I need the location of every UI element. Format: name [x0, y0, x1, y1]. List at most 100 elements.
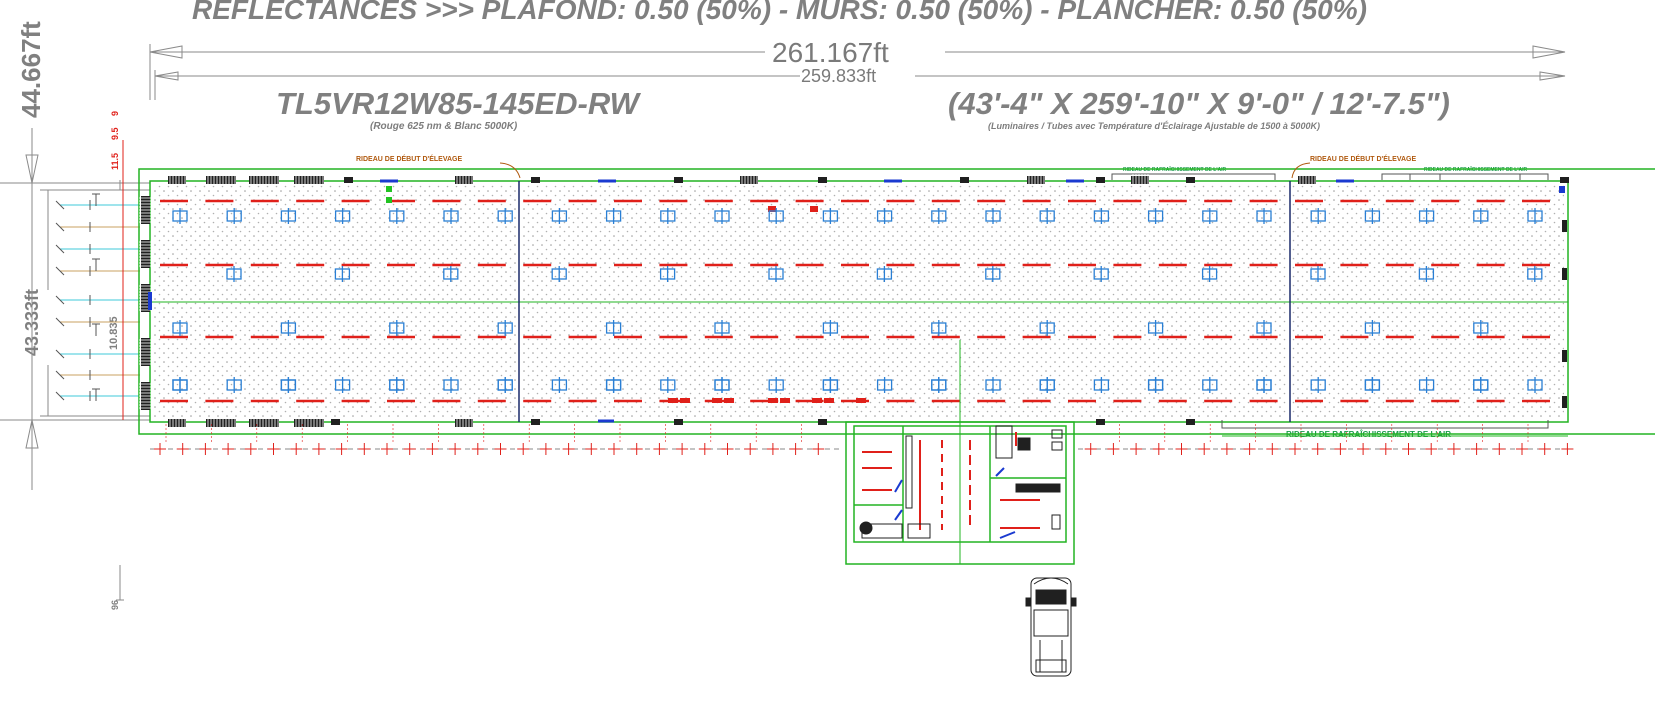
- feeder-unit: [443, 377, 459, 393]
- service-annex: [845, 340, 1075, 565]
- wall-fan: [1027, 174, 1045, 186]
- wall-fan: [168, 174, 186, 186]
- wall-vent: [818, 177, 827, 183]
- curtain-note-left: RIDEAU DE DÉBUT D'ÉLEVAGE: [356, 156, 463, 163]
- feeder-unit: [714, 377, 730, 393]
- tick-cross: [55, 295, 65, 305]
- side-wall-fan: [139, 382, 152, 410]
- wall-vent: [1096, 177, 1105, 183]
- feeder-unit: [931, 208, 947, 224]
- feeder-unit: [1473, 377, 1489, 393]
- feeder-unit: [876, 377, 893, 393]
- feeder-unit: [1310, 266, 1326, 282]
- wall-vent: [531, 177, 540, 183]
- feeder-unit: [389, 377, 405, 393]
- light-fixture-group: [810, 206, 818, 212]
- feeder-unit: [605, 320, 622, 336]
- feeder-unit: [280, 320, 297, 336]
- feeder-unit: [497, 208, 513, 224]
- feeder-unit: [822, 377, 839, 393]
- cooling-note-top-1: RIDEAU DE RAFRAÎCHISSEMENT DE L'AIR: [1123, 167, 1227, 173]
- feeder-unit: [1418, 266, 1435, 282]
- feeder-unit: [226, 377, 242, 393]
- feeder-units: [172, 208, 1543, 393]
- feeder-unit: [1256, 377, 1272, 393]
- side-wall-fan: [139, 240, 152, 268]
- left-row-ticks: [55, 193, 140, 401]
- wall-vent: [674, 177, 683, 183]
- feeder-unit: [1147, 320, 1164, 336]
- light-fixture-group: [768, 398, 778, 403]
- feeder-unit: [1418, 208, 1435, 224]
- wall-vent: [1096, 419, 1105, 425]
- feeder-unit: [1310, 377, 1326, 393]
- light-fixture-group: [824, 398, 834, 403]
- wall-fan: [294, 417, 324, 429]
- feeder-unit: [985, 208, 1001, 224]
- feeder-unit: [443, 266, 459, 282]
- width-dimension-lines: [0, 128, 150, 601]
- light-fixture-group: [724, 398, 734, 403]
- feeder-unit: [1147, 377, 1164, 393]
- feeder-unit: [660, 377, 676, 393]
- wall-fan: [249, 174, 279, 186]
- feeder-unit: [931, 377, 947, 393]
- annex-equipment: [859, 425, 1063, 539]
- feeder-unit: [1201, 266, 1218, 282]
- tick-cross: [55, 222, 65, 232]
- fixture-model-subtitle: (Rouge 625 nm & Blanc 5000K): [370, 121, 518, 132]
- cooling-note-top-2: RIDEAU DE RAFRAÎCHISSEMENT DE L'AIR: [1424, 167, 1528, 173]
- feeder-unit: [1473, 320, 1489, 336]
- wall-vent: [1186, 419, 1195, 425]
- feeder-unit: [1256, 320, 1272, 336]
- feeder-unit: [1202, 377, 1218, 393]
- feeder-unit: [551, 266, 567, 282]
- wall-fan: [1131, 174, 1149, 186]
- exterior-bottom-marks: [150, 424, 1574, 455]
- tick-cross: [55, 349, 65, 359]
- wall-fan: [168, 417, 186, 429]
- tick-cross: [55, 391, 65, 401]
- feeder-unit: [1364, 320, 1381, 336]
- feeder-unit: [985, 377, 1001, 393]
- room-dimensions-subtitle: (Luminaires / Tubes avec Température d'É…: [988, 121, 1320, 131]
- tick-cross: [55, 244, 65, 254]
- feeder-unit: [497, 377, 513, 393]
- green-marker: [386, 197, 392, 203]
- light-fixture-group: [856, 398, 866, 403]
- wall-vent: [331, 419, 340, 425]
- curtain-leader-right: [1291, 162, 1311, 179]
- feeder-unit: [822, 208, 839, 224]
- right-wall-vent: [1562, 268, 1567, 280]
- curtain-dividers: [518, 181, 1291, 422]
- wall-vent: [344, 177, 353, 183]
- feeder-unit: [172, 377, 188, 393]
- room-dimensions-title: (43'-4" X 259'-10" X 9'-0" / 12'-7.5"): [948, 86, 1450, 121]
- feeder-unit: [1093, 266, 1109, 282]
- feeder-unit: [1527, 266, 1543, 282]
- fixture-model-title: TL5VR12W85-145ED-RW: [276, 86, 639, 121]
- feeder-unit: [1093, 208, 1110, 224]
- curtain-leader-left: [499, 162, 521, 179]
- fixture-rows: [160, 199, 1550, 403]
- feeder-unit: [768, 208, 784, 224]
- feeder-unit: [334, 377, 351, 393]
- feeder-unit: [822, 320, 839, 336]
- feeder-unit: [280, 377, 297, 393]
- tick-cross: [55, 317, 65, 327]
- light-fixture-group: [712, 398, 722, 403]
- cooling-curtain-brackets: [1111, 173, 1549, 429]
- feeder-unit: [768, 266, 784, 282]
- feeder-unit: [1527, 377, 1543, 393]
- feeder-unit: [551, 208, 568, 224]
- light-fixture-group: [812, 398, 822, 403]
- feeder-unit: [443, 208, 459, 224]
- right-wall-vent: [1562, 350, 1567, 362]
- feeder-unit: [389, 208, 405, 224]
- wall-fan: [249, 417, 279, 429]
- feeder-unit: [389, 320, 405, 336]
- wall-fans: [168, 174, 1569, 429]
- feeder-unit: [1527, 208, 1543, 224]
- side-wall-fan: [139, 196, 152, 224]
